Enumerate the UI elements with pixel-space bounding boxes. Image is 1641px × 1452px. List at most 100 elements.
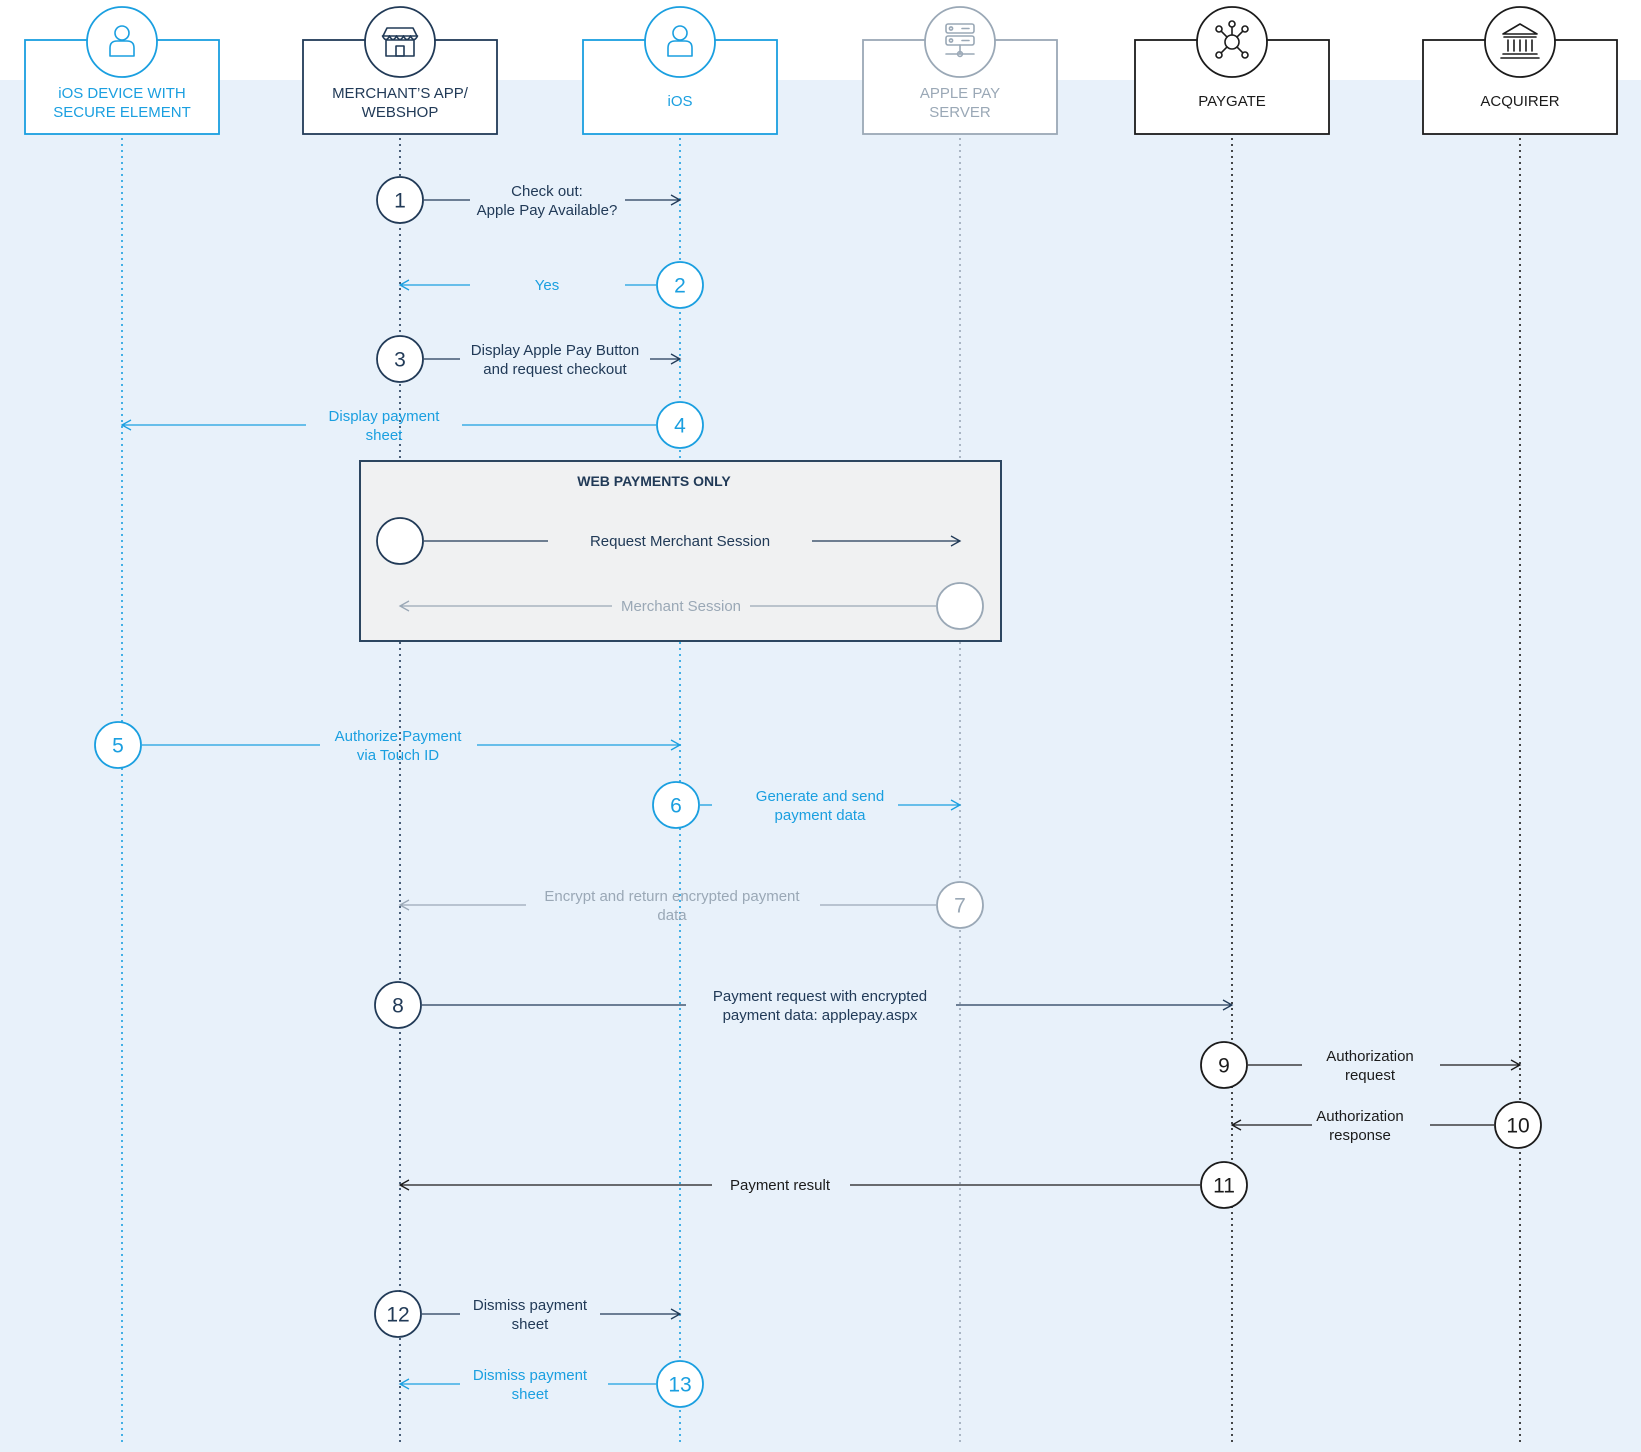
person-icon <box>109 25 135 57</box>
step-number: 11 <box>1213 1175 1235 1198</box>
actor-acquirer: ACQUIRER <box>1422 6 1618 135</box>
actor-label: SECURE ELEMENT <box>53 104 191 121</box>
web-payments-title: WEB PAYMENTS ONLY <box>577 473 731 489</box>
step-number-circle <box>376 176 424 224</box>
arrow-head <box>670 194 682 206</box>
message-label: Merchant Session <box>621 598 741 615</box>
step-number: 2 <box>674 275 686 298</box>
person-icon <box>667 25 693 57</box>
actor-label: iOS <box>667 93 692 110</box>
step-number: 5 <box>112 735 124 758</box>
message-step-3: 3 Display Apple Pay Button and request che… <box>376 335 682 383</box>
shop-icon <box>381 27 419 57</box>
step-number: 9 <box>1218 1055 1230 1078</box>
step-number: 4 <box>674 415 686 438</box>
step-number: 7 <box>954 895 966 918</box>
arrow-head <box>398 899 410 911</box>
step-number-circle <box>376 517 424 565</box>
step-number-circle <box>1200 1041 1248 1089</box>
step-number-circle <box>656 401 704 449</box>
actor-box <box>862 39 1058 135</box>
actor-label: PAYGATE <box>1198 93 1266 110</box>
arrow-head <box>398 1378 410 1390</box>
actor-ios: iOS <box>582 6 778 135</box>
step-number: 3 <box>394 349 406 372</box>
message-label: Authorization <box>1326 1048 1414 1065</box>
actor-label: WEBSHOP <box>362 104 439 121</box>
arrow-head <box>1222 999 1234 1011</box>
arrow-head <box>670 739 682 751</box>
server-icon <box>945 23 975 58</box>
message-label: Request Merchant Session <box>590 533 770 550</box>
actor-label: ACQUIRER <box>1480 93 1559 110</box>
actor-icon-circle <box>1196 6 1268 78</box>
step-number-circle <box>376 335 424 383</box>
arrow-head <box>1230 1119 1242 1131</box>
message-label: Display Apple Pay Button <box>471 342 639 359</box>
step-number-circle <box>374 981 422 1029</box>
message-label: sheet <box>512 1316 550 1333</box>
message-step-session-4: Request Merchant Session <box>376 517 962 565</box>
bank-icon <box>1500 23 1540 59</box>
actor-icon-circle <box>644 6 716 78</box>
step-number-circle <box>656 1360 704 1408</box>
arrow-head <box>670 353 682 365</box>
web-payments-box <box>359 460 1002 642</box>
actor-merchant: MERCHANT’S APP/WEBSHOP <box>302 6 498 135</box>
message-label: sheet <box>512 1386 550 1403</box>
arrow-head <box>950 799 962 811</box>
diagram-background <box>0 80 1641 1452</box>
message-step-9: 9 Authorization request <box>1200 1041 1522 1089</box>
message-label: payment data <box>775 807 867 824</box>
step-number-circle <box>936 582 984 630</box>
actor-label: SERVER <box>929 104 991 121</box>
step-number-circle <box>656 261 704 309</box>
step-number: 1 <box>394 190 406 213</box>
message-label: data <box>657 907 687 924</box>
message-step-5: 5 Authorize Payment via Touch ID <box>94 721 682 769</box>
step-number-circle <box>652 781 700 829</box>
arrow-head <box>1510 1059 1522 1071</box>
arrow-head <box>398 600 410 612</box>
message-label: response <box>1329 1127 1391 1144</box>
message-label: Payment result <box>730 1177 831 1194</box>
step-number: 6 <box>670 795 682 818</box>
step-number-circle <box>1200 1161 1248 1209</box>
message-label: Authorization <box>1316 1108 1404 1125</box>
network-icon <box>1215 20 1249 59</box>
message-label: Dismiss payment <box>473 1367 588 1384</box>
actor-icon-circle <box>924 6 996 78</box>
message-label: via Touch ID <box>357 747 439 764</box>
actor-label: APPLE PAY <box>920 85 1000 102</box>
step-number-circle <box>936 881 984 929</box>
step-number: 13 <box>668 1374 691 1397</box>
step-number: 10 <box>1506 1115 1529 1138</box>
arrow-head <box>398 1179 410 1191</box>
message-step-session-5: Merchant Session <box>398 582 984 630</box>
message-step-13: 13 Dismiss payment sheet <box>398 1360 704 1408</box>
message-label: Authorize Payment <box>335 728 463 745</box>
message-label: Payment request with encrypted <box>713 988 927 1005</box>
message-step-10: 10 Authorization response <box>1230 1101 1542 1149</box>
message-label: payment data: applepay.aspx <box>723 1007 918 1024</box>
message-label: and request checkout <box>483 361 627 378</box>
actor-icon-circle <box>364 6 436 78</box>
actor-paygate: PAYGATE <box>1134 6 1330 135</box>
message-label: request <box>1345 1067 1396 1084</box>
arrow-head <box>120 419 132 431</box>
step-number-circle <box>1494 1101 1542 1149</box>
step-number-circle <box>94 721 142 769</box>
arrow-head <box>950 535 962 547</box>
step-number-circle <box>374 1290 422 1338</box>
message-label: Dismiss payment <box>473 1297 588 1314</box>
actor-icon-circle <box>86 6 158 78</box>
